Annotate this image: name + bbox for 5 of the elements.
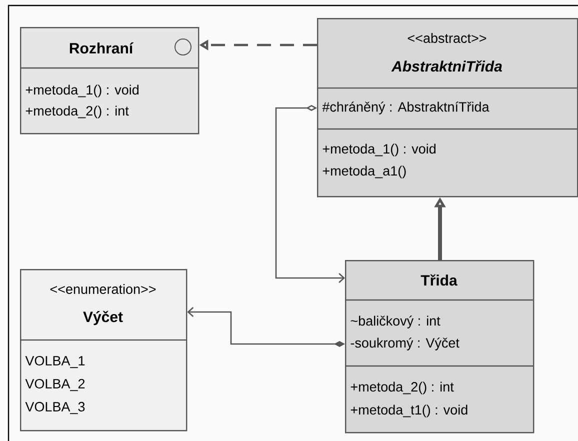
class-box: Rozhraní +metoda_1() : void +metoda_2() : int xyxy=(20,27,200,134)
class-box: Třida ~baličkový : int -soukromý : Výčet +metoda_2() : int +metoda_t1() : void xyxy=(345,260,534,434)
class-box: <<enumeration>> Výčet VOLBA_1 VOLBA_2 VOLBA_3 xyxy=(20,269,188,432)
class-box: <<abstract>> AbstraktniTřida #chráněný : AbstraktníTřida +metoda_1() : void +metoda_a1() xyxy=(317,18,578,198)
connector-arrow xyxy=(275,105,345,283)
